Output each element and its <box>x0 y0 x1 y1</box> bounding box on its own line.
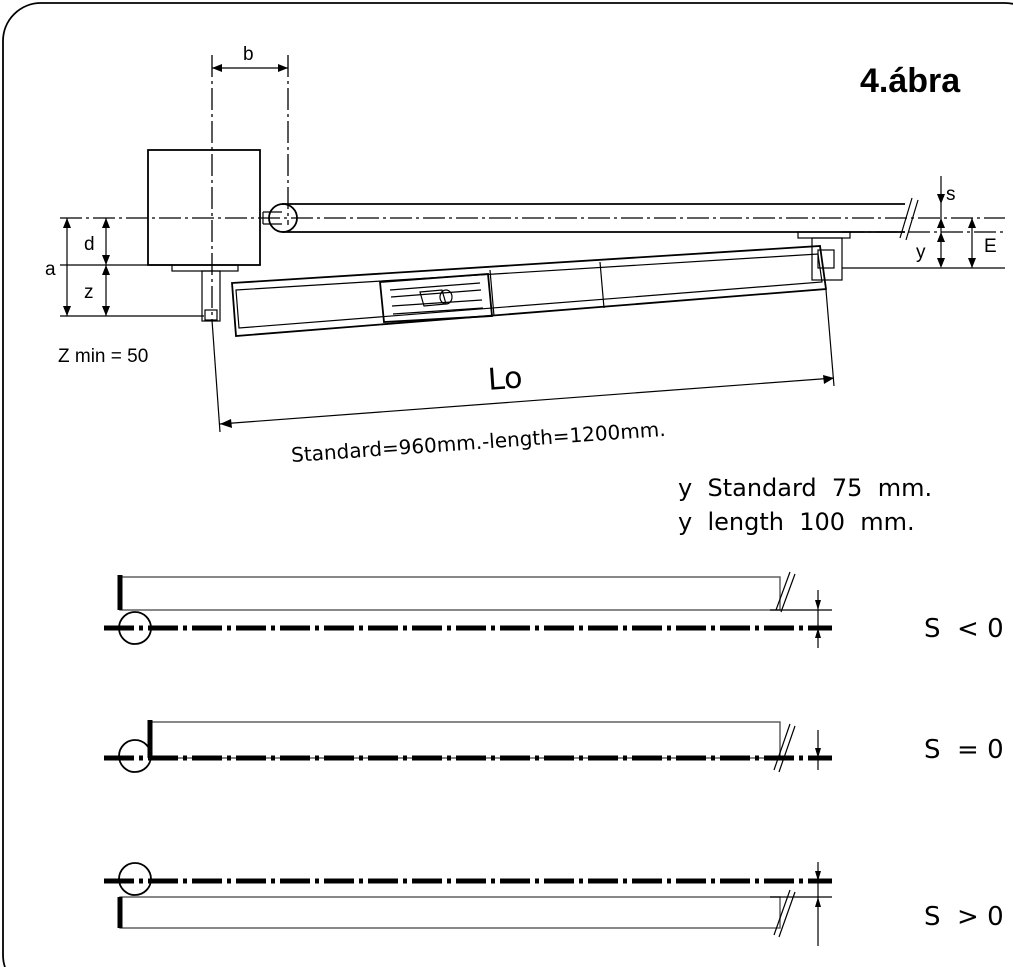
tilted-closer-housing <box>231 245 828 337</box>
case-s-less-than-zero: S < 0 <box>104 571 1004 648</box>
dim-lo-line <box>219 377 835 425</box>
label-z-min: Z min = 50 <box>58 346 148 367</box>
case-s-greater-than-zero: S > 0 <box>104 862 1004 946</box>
label-d: d <box>84 234 95 255</box>
label-lo: Lo <box>487 360 524 397</box>
label-lo-spec: Standard=960mm.-length=1200mm. <box>290 417 666 467</box>
case-label-s-less: S < 0 <box>924 614 1004 644</box>
closer-cylinder <box>379 273 493 323</box>
note-y-length: y length 100 mm. <box>678 508 915 536</box>
spindle <box>201 270 221 322</box>
note-y-standard: y Standard 75 mm. <box>678 474 932 502</box>
closer-body <box>147 149 261 266</box>
case-s-equal-zero: S = 0 <box>104 720 1004 773</box>
label-a: a <box>45 259 56 280</box>
label-E: E <box>984 236 997 257</box>
figure-title: 4.ábra <box>860 62 961 100</box>
label-y: y <box>916 242 926 263</box>
label-b: b <box>243 44 254 65</box>
label-z: z <box>84 282 94 303</box>
case-label-s-equal: S = 0 <box>924 735 1004 765</box>
label-s: s <box>946 184 956 205</box>
arm-pivot-circle <box>268 203 298 233</box>
door-closer-top-view: b s y E <box>45 44 1005 467</box>
case-label-s-greater: S > 0 <box>924 902 1004 932</box>
